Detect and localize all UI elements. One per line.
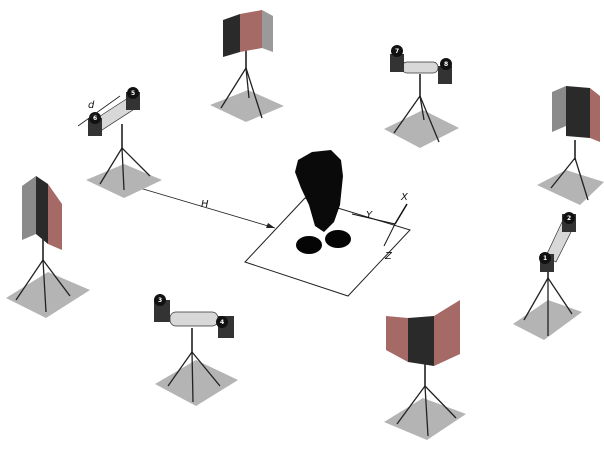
y-axis-label: Y bbox=[366, 210, 373, 221]
floor-plate bbox=[210, 90, 284, 122]
panel-left-wing bbox=[22, 176, 36, 240]
panel-right-wing bbox=[590, 88, 600, 142]
right-camera-number: 5 bbox=[131, 90, 135, 97]
central-platform bbox=[245, 150, 410, 296]
floor-plate bbox=[384, 398, 466, 440]
panel-stand-top-center bbox=[210, 10, 284, 122]
left-camera-number: 3 bbox=[158, 297, 162, 304]
left-foot-mark bbox=[296, 236, 322, 254]
camera-stand-upper-left: 6 5 d bbox=[78, 87, 162, 198]
right-camera-number: 8 bbox=[444, 61, 448, 68]
floor-plate bbox=[537, 170, 604, 205]
h-dimension-label: H bbox=[201, 199, 209, 210]
camera-stand-top-right: 7 8 bbox=[384, 45, 459, 148]
panel-left-wing bbox=[223, 14, 240, 57]
panel-left-wing bbox=[552, 86, 566, 132]
panel-center bbox=[408, 316, 434, 366]
camera-bar bbox=[402, 62, 438, 73]
distance-h: H bbox=[133, 186, 275, 228]
x-axis-line bbox=[395, 204, 407, 224]
panel-stand-right bbox=[537, 86, 604, 205]
panel-right-wing bbox=[434, 300, 460, 366]
camera-bar bbox=[170, 312, 218, 326]
left-camera-number: 6 bbox=[93, 115, 97, 122]
right-foot-mark bbox=[325, 230, 351, 248]
panel-right-wing bbox=[262, 10, 273, 52]
panel-center bbox=[566, 86, 590, 138]
panel-right-wing bbox=[48, 184, 62, 250]
right-camera-number: 4 bbox=[220, 319, 224, 326]
panel-center bbox=[36, 176, 48, 244]
right-camera-number: 2 bbox=[567, 215, 571, 222]
left-camera-number: 7 bbox=[395, 48, 399, 55]
panel-stand-bottom-right bbox=[384, 300, 466, 440]
floor-plate bbox=[384, 110, 459, 148]
x-axis-label: X bbox=[400, 192, 409, 203]
h-arrow-end bbox=[266, 223, 275, 228]
panel-center bbox=[240, 10, 262, 52]
baseline-d-label: d bbox=[88, 100, 95, 111]
camera-stand-bottom-center: 3 4 bbox=[154, 294, 238, 406]
floor-plate bbox=[155, 360, 238, 406]
camera-stand-right: 1 2 bbox=[513, 212, 582, 340]
panel-stand-left bbox=[6, 176, 90, 318]
left-camera-number: 1 bbox=[543, 255, 547, 262]
panel-left-wing bbox=[386, 316, 408, 362]
z-axis-label: Z bbox=[384, 251, 393, 262]
